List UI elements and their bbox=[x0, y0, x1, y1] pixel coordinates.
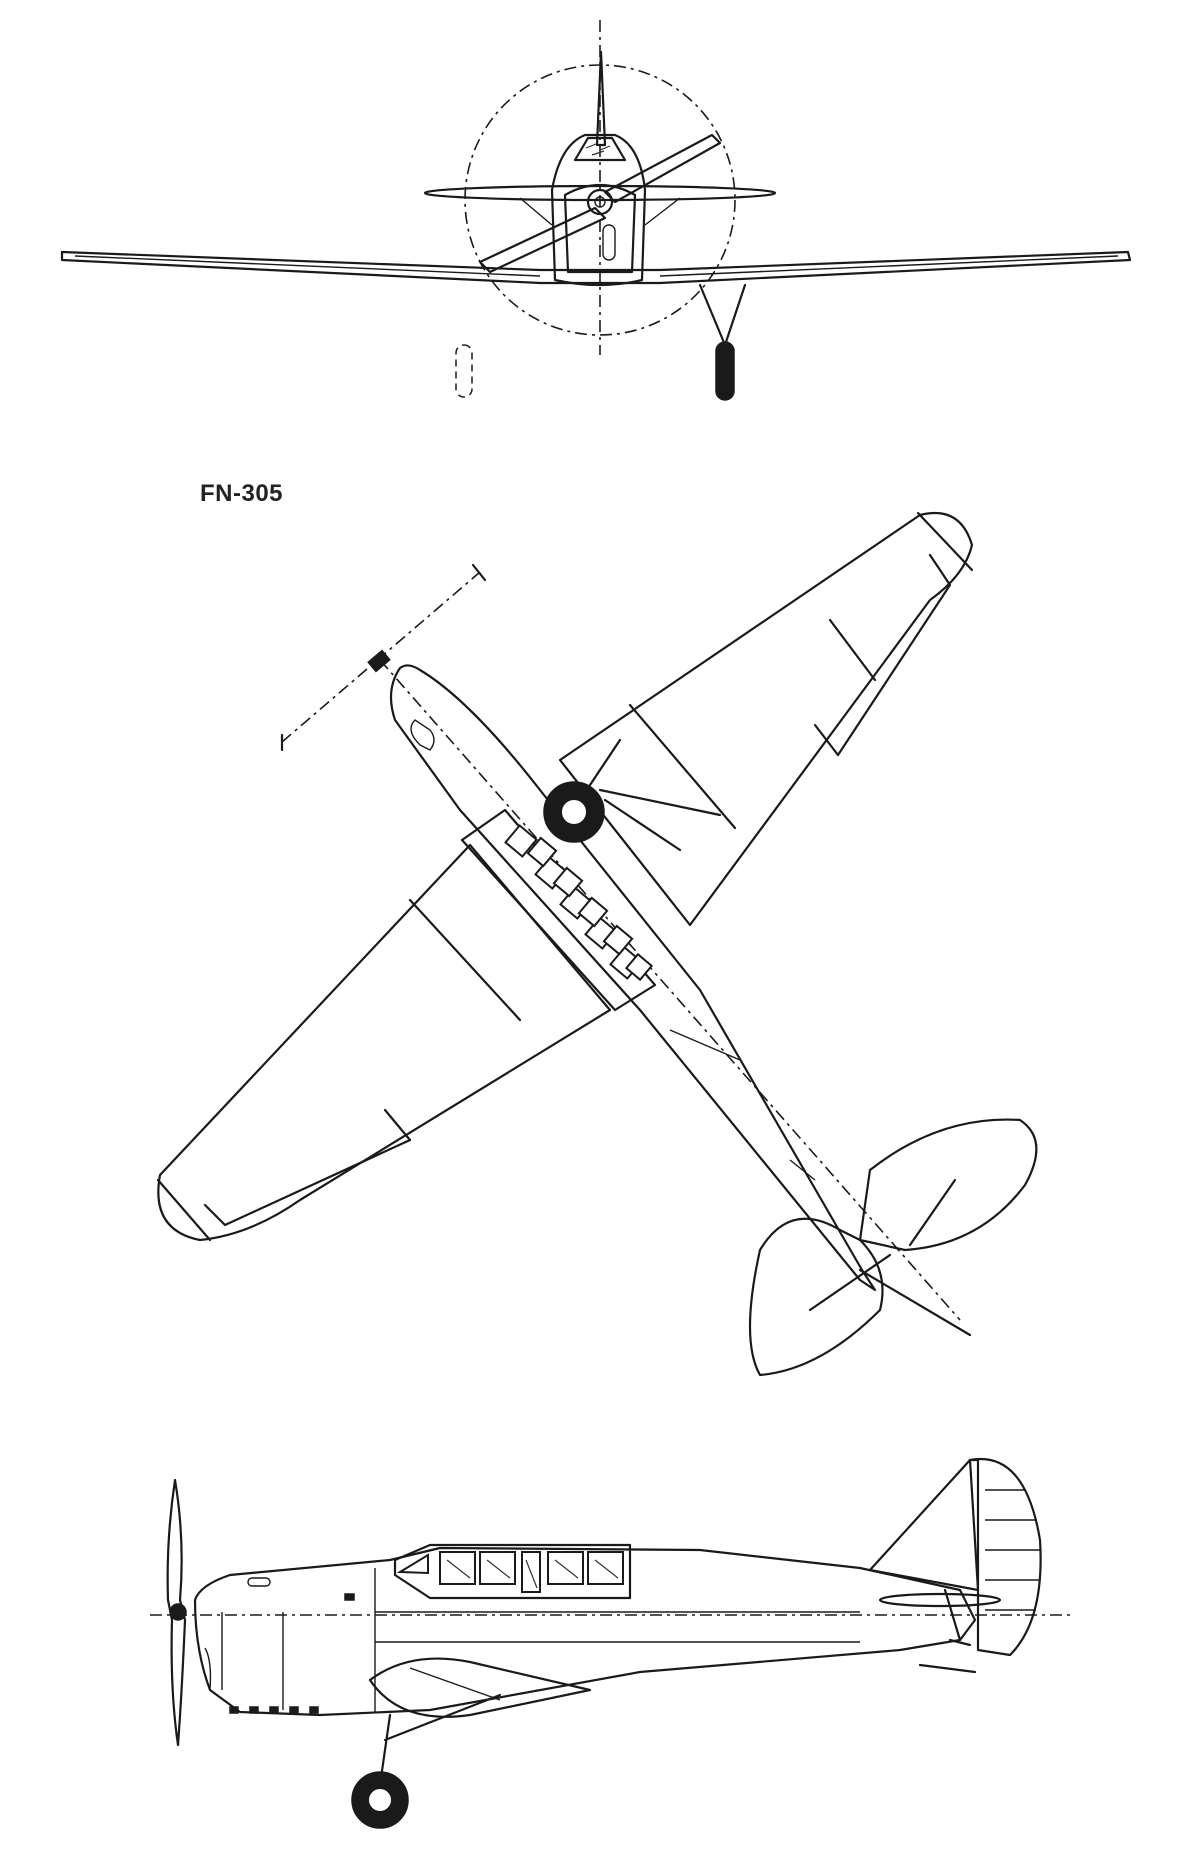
plan-exhaust bbox=[410, 719, 435, 751]
side-tail-skid bbox=[948, 1638, 972, 1647]
side-fuselage bbox=[193, 1546, 977, 1717]
front-wing-panel-line-left bbox=[74, 255, 541, 277]
side-exhaust-stub bbox=[309, 1706, 319, 1714]
plan-main-wheel-hub bbox=[560, 798, 588, 826]
plan-cabin-outline bbox=[460, 808, 657, 1012]
front-spinner bbox=[586, 188, 614, 216]
side-gear-brace bbox=[383, 1693, 502, 1742]
aircraft-designation-label: FN-305 bbox=[200, 480, 284, 507]
plan-spinner-tip bbox=[367, 649, 391, 673]
front-spinner-hub bbox=[594, 196, 606, 208]
plan-aileron-left-edge bbox=[203, 1138, 412, 1227]
front-fin bbox=[595, 50, 607, 147]
side-fin bbox=[868, 1458, 980, 1592]
plan-window bbox=[552, 866, 584, 898]
front-windscreen bbox=[573, 136, 627, 162]
side-rudder-ribs bbox=[985, 1489, 1040, 1611]
side-exhaust-stub bbox=[249, 1706, 259, 1714]
side-cabin-windows bbox=[396, 1551, 624, 1593]
plan-centreline bbox=[379, 659, 961, 1321]
plan-tailplane-right bbox=[858, 1118, 1038, 1252]
side-tailplane-strut bbox=[943, 1588, 962, 1642]
front-propeller-blade-upper bbox=[603, 133, 722, 204]
side-exhaust-stubs bbox=[229, 1706, 319, 1714]
side-main-wheel-hub bbox=[367, 1787, 393, 1813]
side-exhaust bbox=[247, 1577, 271, 1587]
front-main-wheel bbox=[715, 341, 735, 401]
side-rudder bbox=[968, 1457, 1042, 1657]
plan-wing-right-mark bbox=[828, 618, 877, 682]
plan-wing-right-root-line bbox=[628, 703, 737, 830]
side-exhaust-stub bbox=[289, 1706, 299, 1714]
front-wing-panel-line-right bbox=[659, 255, 1119, 277]
side-canopy bbox=[393, 1543, 632, 1600]
plan-wingtip-left bbox=[156, 1178, 212, 1242]
side-windscreen bbox=[396, 1553, 429, 1575]
plan-aileron-right-edge bbox=[836, 553, 952, 757]
plan-window bbox=[602, 924, 634, 956]
plan-gear-leg-c bbox=[603, 798, 682, 852]
side-tail-skid-base bbox=[918, 1663, 977, 1674]
side-tailplane bbox=[878, 1592, 1002, 1608]
plan-wing-left-root-line bbox=[408, 898, 522, 1022]
plan-fuselage-frame-a bbox=[669, 1029, 741, 1061]
plan-aileron-right bbox=[813, 723, 840, 757]
side-propeller bbox=[166, 1478, 187, 1747]
plan-fuselage bbox=[389, 664, 877, 1292]
plan-wing-right bbox=[558, 511, 974, 927]
front-air-intake bbox=[602, 224, 616, 261]
side-spinner bbox=[169, 1603, 187, 1621]
plan-tail-tip-line bbox=[858, 1268, 972, 1337]
side-exhaust-stub bbox=[229, 1706, 239, 1714]
side-exhaust-stub bbox=[269, 1706, 279, 1714]
plan-window bbox=[526, 836, 558, 868]
side-intake bbox=[204, 1647, 212, 1691]
plan-window bbox=[577, 896, 609, 928]
front-windscreen-hatch bbox=[585, 143, 611, 156]
front-wing bbox=[60, 250, 1132, 285]
plan-elevator-right bbox=[908, 1178, 957, 1247]
plan-wing-left bbox=[157, 843, 612, 1242]
plan-tailplane-left bbox=[748, 1217, 884, 1377]
front-view bbox=[60, 20, 1132, 401]
side-window-hatch bbox=[446, 1559, 619, 1589]
plan-window bbox=[504, 824, 538, 858]
front-main-gear-strut bbox=[698, 283, 747, 347]
side-wing-root-line bbox=[409, 1667, 501, 1701]
front-propeller-blade-lower bbox=[478, 206, 607, 274]
plan-view bbox=[156, 511, 1038, 1377]
plan-fuselage-frame-b bbox=[789, 1159, 816, 1181]
front-retracted-wheel bbox=[455, 344, 473, 398]
side-view bbox=[150, 1457, 1075, 1829]
plan-cabin-windows bbox=[504, 824, 654, 982]
side-wing-root bbox=[368, 1657, 592, 1718]
front-fuselage bbox=[550, 133, 647, 287]
plan-gear-leg-b bbox=[598, 788, 722, 817]
front-tail-strut-right bbox=[644, 197, 681, 226]
front-tail-strut-left bbox=[519, 197, 553, 226]
plan-aileron-left bbox=[383, 1108, 412, 1142]
side-port-a bbox=[344, 1593, 355, 1601]
plan-propeller-tick-b bbox=[471, 563, 487, 582]
front-cowling bbox=[563, 184, 637, 274]
plan-elevator-left bbox=[808, 1253, 892, 1312]
plan-wingtip-right bbox=[916, 511, 974, 572]
plan-window bbox=[624, 952, 654, 982]
